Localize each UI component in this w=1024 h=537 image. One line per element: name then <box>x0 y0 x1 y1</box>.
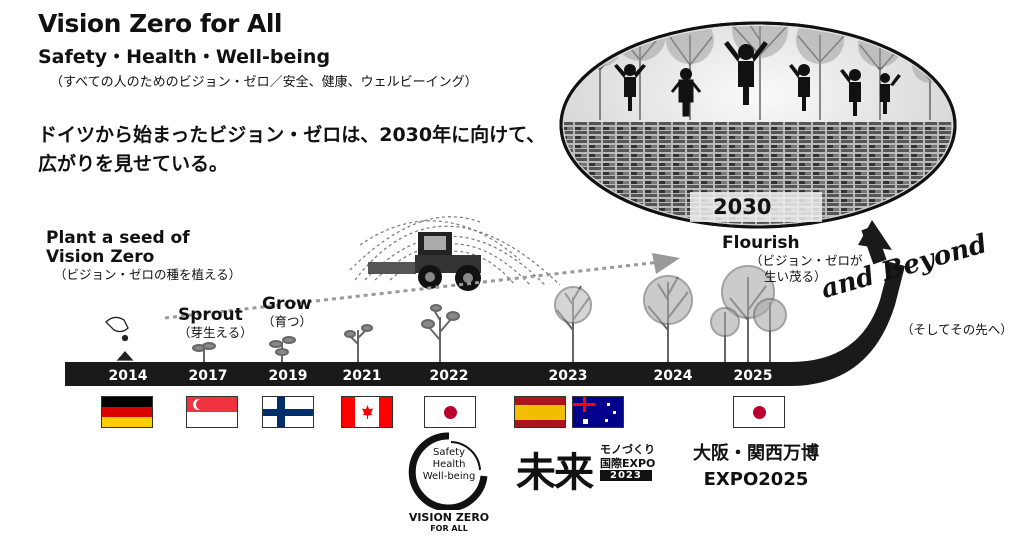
mirai-big-text: 未来 <box>516 450 594 496</box>
timeline-year-2024: 2024 <box>654 368 693 384</box>
young-tree-2022-icon <box>421 304 460 362</box>
timeline-years: 2014 2017 2019 2021 2022 2023 2024 2025 <box>109 368 773 384</box>
stage-plant-line-1: Plant a seed of <box>46 228 190 248</box>
tree-2024-icon <box>643 275 693 362</box>
timeline-year-2025: 2025 <box>734 368 773 384</box>
sprout-2019-icon <box>269 336 296 362</box>
canada-flag-icon <box>341 396 393 428</box>
stage-grow-label: Grow <box>262 294 312 314</box>
sapling-2021-icon <box>344 324 373 362</box>
tractor-icon <box>368 232 481 291</box>
page-title: Vision Zero for All <box>38 9 282 38</box>
timeline-year-2022: 2022 <box>430 368 469 384</box>
osaka-expo-label: 大阪・関西万博 EXPO2025 <box>686 441 826 493</box>
mirai-small-line-1: モノづくり <box>600 443 655 456</box>
germany-flag-icon <box>101 396 153 428</box>
stage-grow-japanese: （育つ） <box>262 314 313 329</box>
growth-arrow <box>164 253 680 320</box>
goal-year-label: 2030 <box>713 195 772 219</box>
stage-beyond-japanese: （そしてその先へ） <box>901 322 1013 337</box>
timeline-year-2014: 2014 <box>109 368 148 384</box>
vz-logo-sub: FOR ALL <box>430 524 468 533</box>
australia-flag-icon <box>572 396 624 428</box>
stage-flourish-japanese-1: （ビジョン・ゼロが <box>750 253 863 268</box>
osaka-expo-line-1: 大阪・関西万博 <box>693 443 819 464</box>
arrow-up-shaft <box>861 225 887 265</box>
mirai-year-badge: 2023 <box>600 470 652 481</box>
stage-flourish-japanese-2: 生い茂る） <box>764 269 827 284</box>
vz-logo-name: VISION ZERO <box>408 511 490 524</box>
finland-flag-icon <box>262 396 314 428</box>
stage-sprout-japanese: （芽生える） <box>178 325 253 340</box>
headline-line-1: ドイツから始まったビジョン・ゼロは、2030年に向けて、 <box>38 124 546 146</box>
trees-2025-icon <box>710 265 787 362</box>
vz-ring-line-1: Safety <box>433 447 465 458</box>
stage-grow: Grow （育つ） <box>262 295 312 330</box>
singapore-flag-icon <box>186 396 238 428</box>
japan-flag-2025-icon <box>733 396 785 428</box>
mirai-expo-logo: 未来 モノづくり 国際EXPO 2023 <box>516 440 666 496</box>
timeline-band <box>65 220 905 386</box>
stage-plant: Plant a seed of Vision Zero （ビジョン・ゼロの種を植… <box>46 229 241 283</box>
stage-flourish: Flourish （ビジョン・ゼロが 生い茂る） <box>722 234 863 285</box>
timeline-year-2021: 2021 <box>343 368 382 384</box>
timeline-year-2019: 2019 <box>269 368 308 384</box>
vz-ring-line-3: Well-being <box>422 471 476 482</box>
stage-plant-line-2: Vision Zero <box>46 247 155 267</box>
headline-line-2: 広がりを見せている。 <box>38 153 229 175</box>
headline: ドイツから始まったビジョン・ゼロは、2030年に向けて、 広がりを見せている。 <box>38 121 578 179</box>
tree-2023-icon <box>554 285 592 362</box>
vz-ring-line-2: Health <box>432 459 466 470</box>
mirai-small-line-2: 国際EXPO <box>600 457 656 470</box>
people-cheering-icon <box>614 41 901 117</box>
japan-flag-2022-icon <box>424 396 476 428</box>
page-subtitle-japanese: （すべての人のためのビジョン・ゼロ／安全、健康、ウェルビーイング） <box>50 75 478 90</box>
page-subtitle: Safety・Health・Well-being <box>38 46 331 68</box>
spain-flag-icon <box>514 396 566 428</box>
osaka-expo-line-2: EXPO2025 <box>703 469 809 490</box>
stage-sprout: Sprout （芽生える） <box>178 306 253 341</box>
timeline-year-2017: 2017 <box>189 368 228 384</box>
vision-zero-ring-icon <box>408 432 488 512</box>
stage-flourish-label: Flourish <box>722 233 800 253</box>
sprinkler-arcs <box>349 216 561 286</box>
timeline-year-2023: 2023 <box>549 368 588 384</box>
stage-sprout-label: Sprout <box>178 305 243 325</box>
stage-plant-japanese: （ビジョン・ゼロの種を植える） <box>54 267 242 282</box>
seed-hand-icon <box>105 316 134 361</box>
vision-zero-logo: Safety Health Well-being VISION ZERO FOR… <box>404 432 494 537</box>
sprout-2017-icon <box>192 342 216 362</box>
